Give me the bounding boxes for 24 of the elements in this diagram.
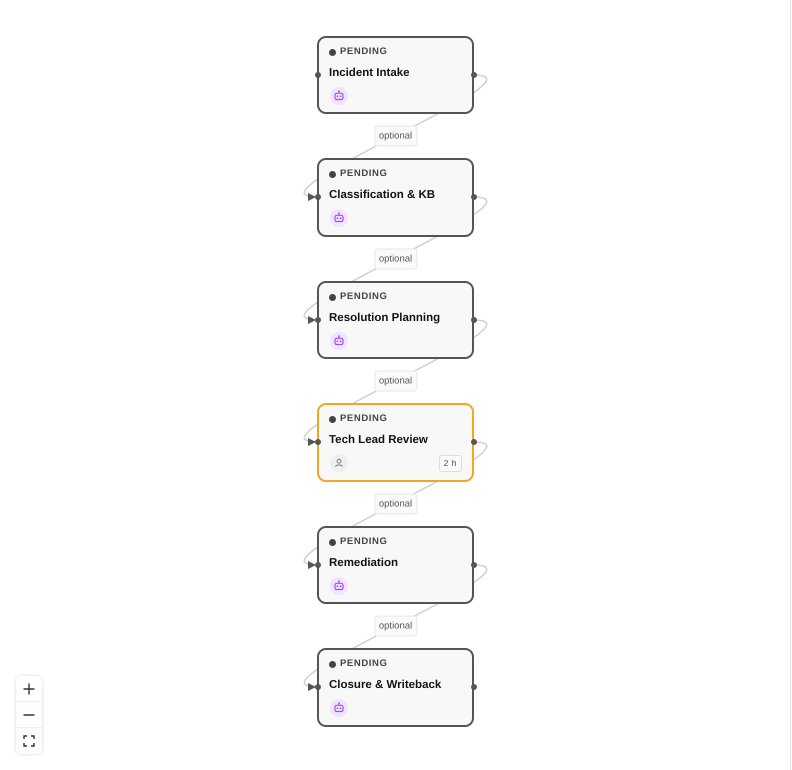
task-card bbox=[317, 648, 474, 727]
task-card bbox=[317, 36, 474, 114]
edge-label: optional bbox=[374, 616, 418, 636]
status-text: PENDING bbox=[340, 168, 388, 180]
task-card bbox=[317, 281, 474, 359]
task-title: Closure & Writeback bbox=[329, 678, 442, 692]
status-text: PENDING bbox=[340, 658, 388, 670]
edge-label: optional bbox=[374, 248, 418, 269]
task-title: Tech Lead Review bbox=[329, 433, 428, 447]
edge-label: optional bbox=[374, 493, 418, 514]
duration-badge: 2 h bbox=[438, 455, 462, 472]
status-text: PENDING bbox=[340, 46, 388, 58]
task-card bbox=[317, 158, 474, 237]
status-text: PENDING bbox=[340, 291, 388, 303]
task-card bbox=[317, 526, 474, 604]
edge-label: optional bbox=[374, 126, 418, 146]
task-title: Incident Intake bbox=[329, 66, 410, 80]
status-text: PENDING bbox=[340, 413, 388, 425]
task-title: Remediation bbox=[329, 556, 398, 570]
task-title: Resolution Planning bbox=[329, 311, 440, 325]
edge-label: optional bbox=[374, 370, 418, 392]
status-text: PENDING bbox=[340, 536, 388, 548]
task-card bbox=[317, 403, 474, 482]
task-title: Classification & KB bbox=[329, 188, 436, 202]
